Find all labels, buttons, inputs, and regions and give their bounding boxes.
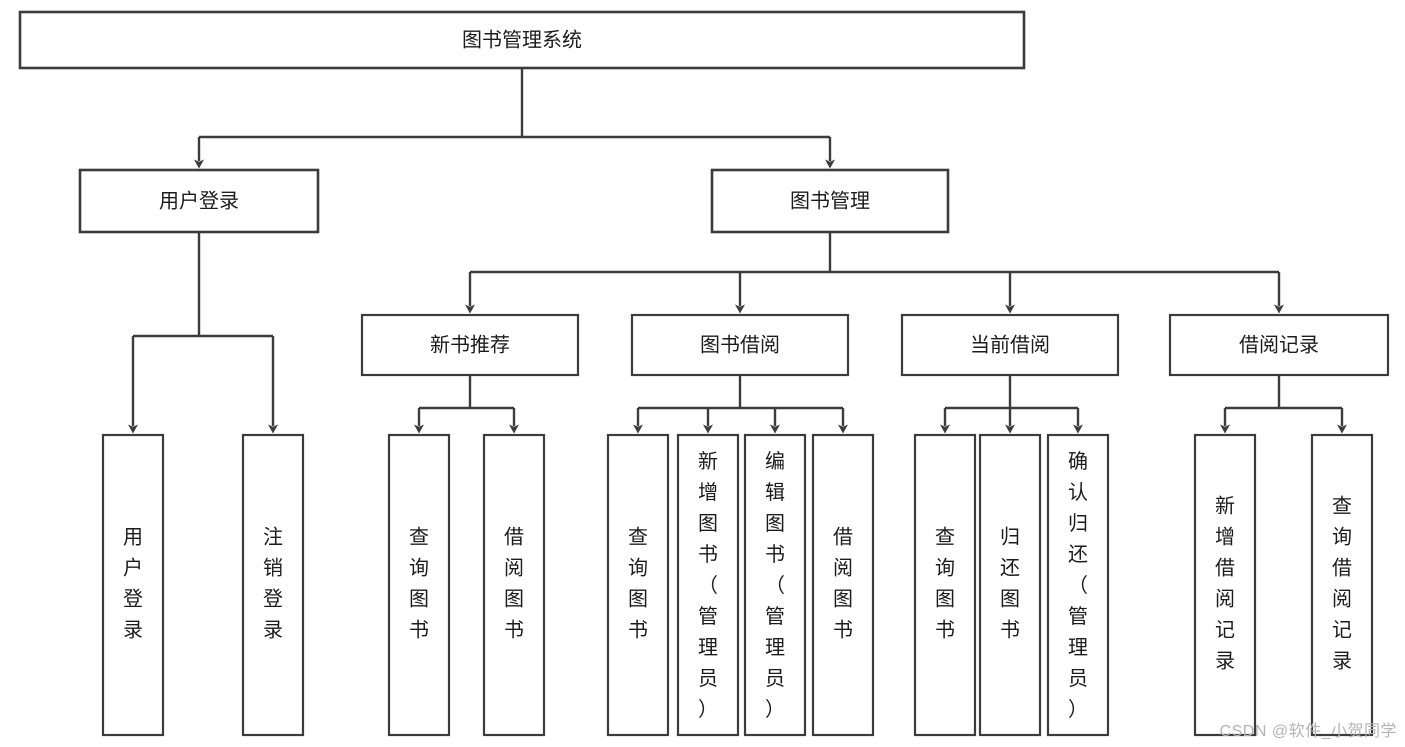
leaf-leaf-query-book-2-rect[interactable]	[606, 433, 670, 737]
node-book-manage[interactable]: 图书管理	[710, 168, 950, 234]
leaf-leaf-confirm-return-admin[interactable]: 确认归还（管理员）	[1046, 433, 1110, 737]
leaf-leaf-user-login-rect[interactable]	[101, 433, 165, 737]
leaf-leaf-return-book-label: 归还图书	[1000, 526, 1020, 642]
leaf-leaf-query-book-2[interactable]: 查询图书	[606, 433, 670, 737]
node-root-rect[interactable]	[18, 10, 1026, 70]
edges-layer	[128, 68, 1347, 434]
leaf-leaf-confirm-return-admin-rect[interactable]	[1046, 433, 1110, 737]
node-new-book-recommend-label: 新书推荐	[430, 333, 510, 356]
leaf-leaf-add-borrow-record[interactable]: 新增借阅记录	[1193, 433, 1257, 737]
node-book-borrow-rect[interactable]	[630, 313, 850, 377]
leaf-leaf-query-borrow-record[interactable]: 查询借阅记录	[1310, 433, 1374, 737]
node-user-login-rect[interactable]	[78, 168, 320, 234]
leaf-leaf-borrow-book-2[interactable]: 借阅图书	[811, 433, 875, 737]
leaf-leaf-query-book-3-label: 查询图书	[935, 526, 955, 642]
node-new-book-recommend-rect[interactable]	[360, 313, 580, 377]
leaf-leaf-return-book-rect[interactable]	[978, 433, 1042, 737]
node-borrow-record-rect[interactable]	[1168, 313, 1390, 377]
leaf-leaf-edit-book-admin-rect[interactable]	[743, 433, 807, 737]
leaf-leaf-add-book-admin[interactable]: 新增图书（管理员）	[676, 433, 740, 737]
node-user-login[interactable]: 用户登录	[78, 168, 320, 234]
leaf-leaf-borrow-book-1-rect[interactable]	[482, 433, 546, 737]
leaf-leaf-query-borrow-record-rect[interactable]	[1310, 433, 1374, 737]
node-new-book-recommend[interactable]: 新书推荐	[360, 313, 580, 377]
leaf-leaf-user-login-label: 用户登录	[123, 527, 143, 642]
leaf-leaf-confirm-return-admin-label: 确认归还（管理员）	[1068, 450, 1088, 721]
node-book-borrow[interactable]: 图书借阅	[630, 313, 850, 377]
leaf-leaf-logout-login-rect[interactable]	[241, 433, 305, 737]
leaf-leaf-borrow-book-1[interactable]: 借阅图书	[482, 433, 546, 737]
leaf-leaf-add-borrow-record-label: 新增借阅记录	[1215, 495, 1235, 673]
node-current-borrow-label: 当前借阅	[970, 333, 1050, 356]
leaf-leaf-query-borrow-record-label: 查询借阅记录	[1332, 495, 1352, 673]
leaf-leaf-borrow-book-1-label: 借阅图书	[504, 526, 524, 642]
leaf-leaf-query-book-1[interactable]: 查询图书	[387, 433, 451, 737]
nodes-layer: 图书管理系统用户登录图书管理新书推荐图书借阅当前借阅借阅记录用户登录注销登录查询…	[18, 10, 1390, 737]
leaf-leaf-user-login[interactable]: 用户登录	[101, 433, 165, 737]
leaf-leaf-query-book-1-label: 查询图书	[409, 526, 429, 642]
node-book-borrow-label: 图书借阅	[700, 333, 780, 356]
node-current-borrow-rect[interactable]	[900, 313, 1120, 377]
leaf-leaf-query-book-2-label: 查询图书	[628, 526, 648, 642]
node-user-login-label: 用户登录	[159, 189, 239, 212]
node-book-manage-label: 图书管理	[790, 189, 870, 212]
leaf-leaf-edit-book-admin-label: 编辑图书（管理员）	[765, 450, 785, 721]
leaf-leaf-query-book-3[interactable]: 查询图书	[913, 433, 977, 737]
node-borrow-record-label: 借阅记录	[1239, 333, 1319, 356]
leaf-leaf-add-borrow-record-rect[interactable]	[1193, 433, 1257, 737]
leaf-leaf-query-book-1-rect[interactable]	[387, 433, 451, 737]
leaf-leaf-edit-book-admin[interactable]: 编辑图书（管理员）	[743, 433, 807, 737]
leaf-leaf-query-book-3-rect[interactable]	[913, 433, 977, 737]
leaf-leaf-add-book-admin-label: 新增图书（管理员）	[698, 450, 718, 721]
node-root-label: 图书管理系统	[462, 28, 582, 51]
leaf-leaf-return-book[interactable]: 归还图书	[978, 433, 1042, 737]
leaf-leaf-borrow-book-2-label: 借阅图书	[833, 526, 853, 642]
node-current-borrow[interactable]: 当前借阅	[900, 313, 1120, 377]
node-root[interactable]: 图书管理系统	[18, 10, 1026, 70]
node-borrow-record[interactable]: 借阅记录	[1168, 313, 1390, 377]
leaf-leaf-logout-login[interactable]: 注销登录	[241, 433, 305, 737]
leaf-leaf-logout-login-label: 注销登录	[263, 526, 283, 642]
node-book-manage-rect[interactable]	[710, 168, 950, 234]
leaf-leaf-add-book-admin-rect[interactable]	[676, 433, 740, 737]
leaf-leaf-borrow-book-2-rect[interactable]	[811, 433, 875, 737]
